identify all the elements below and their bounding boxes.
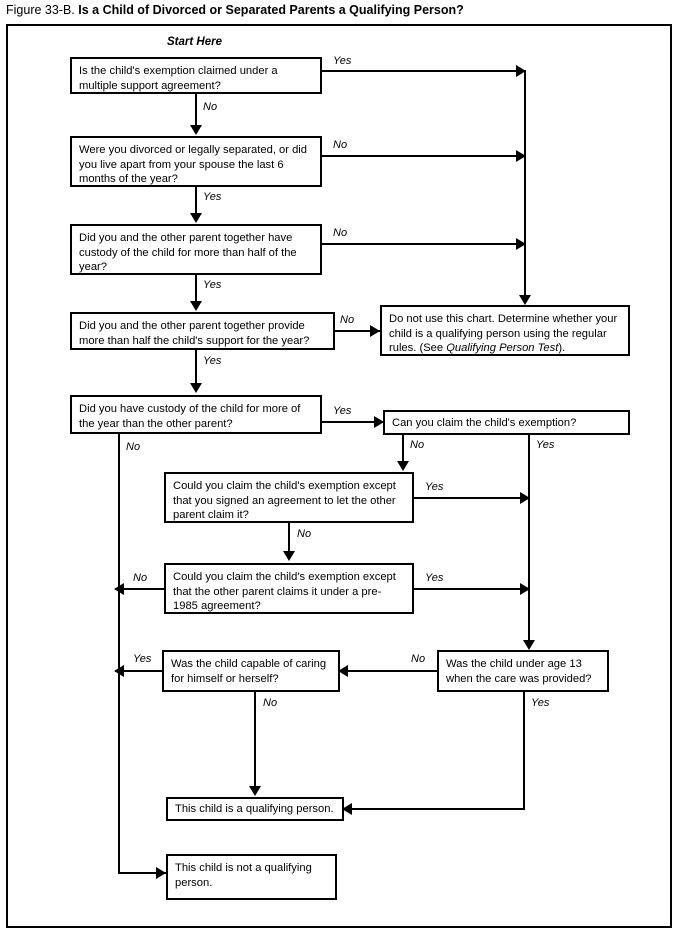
start-here-label: Start Here — [167, 36, 222, 48]
edge-q5-no-left-trunk — [118, 434, 120, 874]
left-trunk-bottom-arrow — [156, 867, 166, 879]
edge-label-q10-no: No — [411, 653, 426, 665]
trunk-b-vertical-line — [528, 435, 530, 640]
left-trunk-bottom-line — [118, 872, 172, 874]
edge-q7-no-line — [288, 523, 290, 552]
edge-q10-no-arrow — [338, 665, 348, 677]
edge-q4-no-arrow — [370, 325, 380, 337]
edge-label-q1-yes: Yes — [333, 55, 352, 67]
edge-q1-no-line — [195, 94, 197, 127]
edge-q3-yes-line — [195, 275, 197, 302]
figure-heading: Is a Child of Divorced or Separated Pare… — [78, 3, 464, 17]
edge-q8-yes-line — [414, 588, 530, 590]
node-q4-support-more-than-half[interactable]: Did you and the other parent together pr… — [70, 312, 335, 350]
node-q1-multiple-support-agreement[interactable]: Is the child's exemption claimed under a… — [70, 57, 322, 94]
node-q8-pre-1985-agreement[interactable]: Could you claim the child's exemption ex… — [164, 563, 414, 614]
node-q5-custody-more-of-year[interactable]: Did you have custody of the child for mo… — [70, 395, 322, 434]
edge-q2-yes-arrow — [190, 213, 202, 223]
edge-q4-yes-line — [195, 350, 197, 385]
edge-q4-yes-arrow — [190, 383, 202, 393]
edge-q10-no-line — [348, 670, 439, 672]
edge-q1-yes-arrow — [516, 65, 526, 77]
edge-q9-no-arrow — [249, 786, 261, 796]
edge-q3-no-arrow — [516, 238, 526, 250]
edge-label-q8-no: No — [133, 572, 148, 584]
edge-q2-no-arrow — [516, 150, 526, 162]
edge-q9-no-line — [254, 692, 256, 787]
edge-label-q7-no: No — [297, 528, 312, 540]
node-q2-divorced-or-separated[interactable]: Were you divorced or legally separated, … — [70, 136, 322, 187]
node-q3-joint-custody[interactable]: Did you and the other parent together ha… — [70, 224, 322, 275]
node-result-not-qualifying-person[interactable]: This child is not a qualifying person. — [166, 854, 337, 900]
chart-frame: Start Here Is the child's exemption clai… — [6, 24, 672, 928]
edge-q10-yes-vline — [523, 692, 525, 810]
edge-label-q7-yes: Yes — [425, 481, 444, 493]
edge-q1-yes-line — [322, 70, 526, 72]
edge-q1-no-arrow — [190, 125, 202, 135]
edge-q8-yes-arrow — [520, 583, 530, 595]
edge-label-q8-yes: Yes — [425, 572, 444, 584]
edge-label-q4-no: No — [340, 314, 355, 326]
edge-q7-no-arrow — [283, 551, 295, 561]
node-q9-child-capable-of-self-care[interactable]: Was the child capable of caring for hims… — [162, 650, 340, 692]
edge-q6-no-arrow — [397, 461, 409, 471]
trunk-a-arrow — [519, 295, 531, 305]
edge-label-q9-yes: Yes — [133, 653, 152, 665]
edge-q5-yes-line — [322, 421, 389, 423]
edge-label-q4-yes: Yes — [203, 355, 222, 367]
edge-q8-no-line — [120, 588, 166, 590]
edge-q3-no-line — [322, 243, 526, 245]
edge-q10-yes-arrow — [342, 803, 352, 815]
edge-label-q10-yes: Yes — [531, 697, 550, 709]
edge-label-q2-no: No — [333, 139, 348, 151]
node-q6-claim-exemption[interactable]: Can you claim the child's exemption? — [383, 410, 630, 435]
edge-q9-yes-line — [120, 670, 164, 672]
edge-q2-yes-line — [195, 187, 197, 215]
trunk-b-arrow — [523, 640, 535, 650]
do-not-use-text: Do not use this chart. Determine whether… — [389, 313, 618, 355]
node-do-not-use-this-chart[interactable]: Do not use this chart. Determine whether… — [380, 305, 630, 356]
figure-number: Figure 33-B. — [6, 3, 75, 17]
node-q7-signed-agreement[interactable]: Could you claim the child's exemption ex… — [164, 472, 414, 523]
edge-label-q3-yes: Yes — [203, 279, 222, 291]
edge-q5-yes-arrow — [374, 416, 384, 428]
edge-q4-no-line — [335, 330, 390, 332]
edge-label-q5-yes: Yes — [333, 405, 352, 417]
edge-label-q3-no: No — [333, 227, 348, 239]
node-result-qualifying-person[interactable]: This child is a qualifying person. — [166, 797, 344, 821]
node-q10-child-under-age-13[interactable]: Was the child under age 13 when the care… — [437, 650, 609, 692]
edge-label-q6-yes: Yes — [536, 439, 555, 451]
edge-label-q1-no: No — [203, 101, 218, 113]
edge-q8-no-arrow — [114, 583, 124, 595]
edge-label-q9-no: No — [263, 697, 278, 709]
edge-label-q2-yes: Yes — [203, 191, 222, 203]
edge-q9-yes-arrow — [114, 665, 124, 677]
page-title: Figure 33-B. Is a Child of Divorced or S… — [6, 2, 686, 18]
edge-q7-yes-line — [414, 497, 530, 499]
edge-q6-no-line — [402, 435, 404, 463]
edge-q10-yes-hline — [352, 808, 525, 810]
edge-label-q6-no: No — [410, 439, 425, 451]
trunk-a-vertical-line — [524, 70, 526, 295]
edge-q2-no-line — [322, 155, 526, 157]
edge-label-q5-no: No — [126, 441, 141, 453]
edge-q7-yes-arrow — [520, 492, 530, 504]
edge-q3-yes-arrow — [190, 301, 202, 311]
